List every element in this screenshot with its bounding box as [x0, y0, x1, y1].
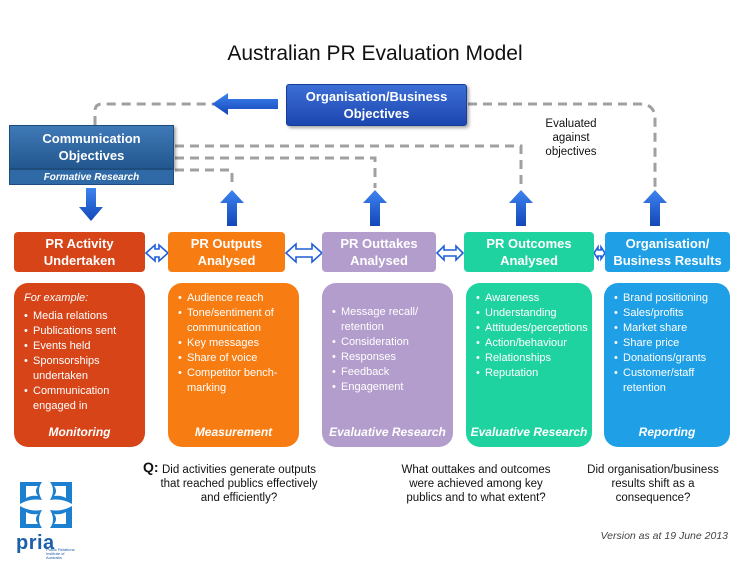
double-arrows — [144, 242, 606, 264]
list-item: Message recall/ retention — [332, 305, 445, 335]
panel-list: Message recall/ retention Consideration … — [332, 305, 445, 395]
arrow-up-icon-outcomes — [509, 190, 533, 226]
double-arrow-icon-2 — [284, 242, 324, 264]
arrow-down-icon — [79, 188, 103, 221]
list-item: Publications sent — [24, 324, 137, 339]
panel-footer: Evaluative Research — [470, 425, 588, 439]
double-arrow-icon-3 — [435, 244, 465, 262]
panel-list: Brand positioning Sales/profits Market s… — [614, 291, 722, 396]
list-item: Key messages — [178, 336, 291, 351]
stage-pr-outcomes: PR Outcomes Analysed — [464, 232, 594, 272]
list-item: Attitudes/perceptions — [476, 321, 588, 336]
panel-list: Audience reach Tone/sentiment of communi… — [178, 291, 291, 396]
panel-outputs: Audience reach Tone/sentiment of communi… — [168, 283, 299, 447]
list-item: Market share — [614, 321, 722, 336]
question-outputs: Did activities generate outputs that rea… — [160, 464, 318, 504]
double-arrow-icon-4 — [593, 244, 606, 262]
stage-pr-activity: PR Activity Undertaken — [14, 232, 145, 272]
list-item: Engagement — [332, 380, 445, 395]
dashed-line-top-left — [93, 102, 215, 125]
dashed-line-outcomes — [175, 144, 523, 188]
org-objectives-box: Organisation/Business Objectives — [286, 84, 467, 126]
list-item: Brand positioning — [614, 291, 722, 306]
list-item: Communication engaged in — [24, 384, 137, 414]
stage-pr-outtakes: PR Outtakes Analysed — [322, 232, 436, 272]
panel-footer: Measurement — [194, 425, 273, 439]
panel-footer: Evaluative Research — [329, 425, 446, 439]
panel-footer: Monitoring — [48, 425, 111, 439]
dashed-line-outtakes — [175, 156, 377, 188]
panel-results: Brand positioning Sales/profits Market s… — [604, 283, 730, 447]
panel-list: Awareness Understanding Attitudes/percep… — [476, 291, 588, 381]
panel-list: Media relations Publications sent Events… — [24, 309, 137, 414]
list-item: Sales/profits — [614, 306, 722, 321]
arrow-up-icon-results — [643, 190, 667, 226]
panel-outcomes: Awareness Understanding Attitudes/percep… — [466, 283, 592, 447]
panel-footer: Reporting — [638, 425, 696, 439]
arrow-up-icon-outputs — [220, 190, 244, 226]
feedback-dashes — [93, 102, 657, 188]
list-item: Customer/staff retention — [614, 366, 722, 396]
question-results: Did organisation/business results shift … — [587, 464, 719, 504]
logo-subtitle: Public Relations Institute of Australia — [46, 547, 75, 560]
pria-logo-icon — [20, 482, 72, 528]
comm-objectives-box: Communication Objectives — [9, 125, 174, 169]
list-item: Consideration — [332, 335, 445, 350]
page-title: Australian PR Evaluation Model — [227, 42, 523, 65]
question-label: Q: — [143, 459, 159, 475]
list-item: Media relations — [24, 309, 137, 324]
panel-intro: For example: — [24, 292, 89, 304]
panel-outtakes: Message recall/ retention Consideration … — [322, 283, 453, 447]
list-item: Donations/grants — [614, 351, 722, 366]
list-item: Tone/sentiment of communication — [178, 306, 291, 336]
list-item: Share of voice — [178, 351, 291, 366]
list-item: Share price — [614, 336, 722, 351]
version-note: Version as at 19 June 2013 — [600, 530, 728, 542]
arrow-left-icon — [212, 93, 278, 115]
evaluated-against-note: Evaluated against objectives — [545, 118, 597, 158]
list-item: Competitor bench-marking — [178, 366, 291, 396]
list-item: Reputation — [476, 366, 584, 381]
question-outcomes: What outtakes and outcomes were achieved… — [401, 464, 551, 504]
list-item: Responses — [332, 350, 445, 365]
stage-pr-outputs: PR Outputs Analysed — [168, 232, 285, 272]
list-item: Understanding — [476, 306, 584, 321]
list-item: Action/behaviour — [476, 336, 584, 351]
list-item: Events held — [24, 339, 137, 354]
list-item: Feedback — [332, 365, 445, 380]
panel-activity: For example: Media relations Publication… — [14, 283, 145, 447]
dashed-line-outputs — [175, 168, 234, 188]
formative-research-label: Formative Research — [9, 169, 174, 185]
stage-business-results: Organisation/ Business Results — [605, 232, 730, 272]
list-item: Awareness — [476, 291, 584, 306]
double-arrow-icon-1 — [144, 243, 170, 263]
dashed-line-top-right — [468, 102, 657, 188]
pria-logo: pria Public Relations Institute of Austr… — [16, 478, 76, 560]
list-item: Relationships — [476, 351, 584, 366]
arrow-up-icon-outtakes — [363, 190, 387, 226]
list-item: Audience reach — [178, 291, 291, 306]
list-item: Sponsorships undertaken — [24, 354, 137, 384]
logo-wordmark: pria — [16, 532, 55, 554]
